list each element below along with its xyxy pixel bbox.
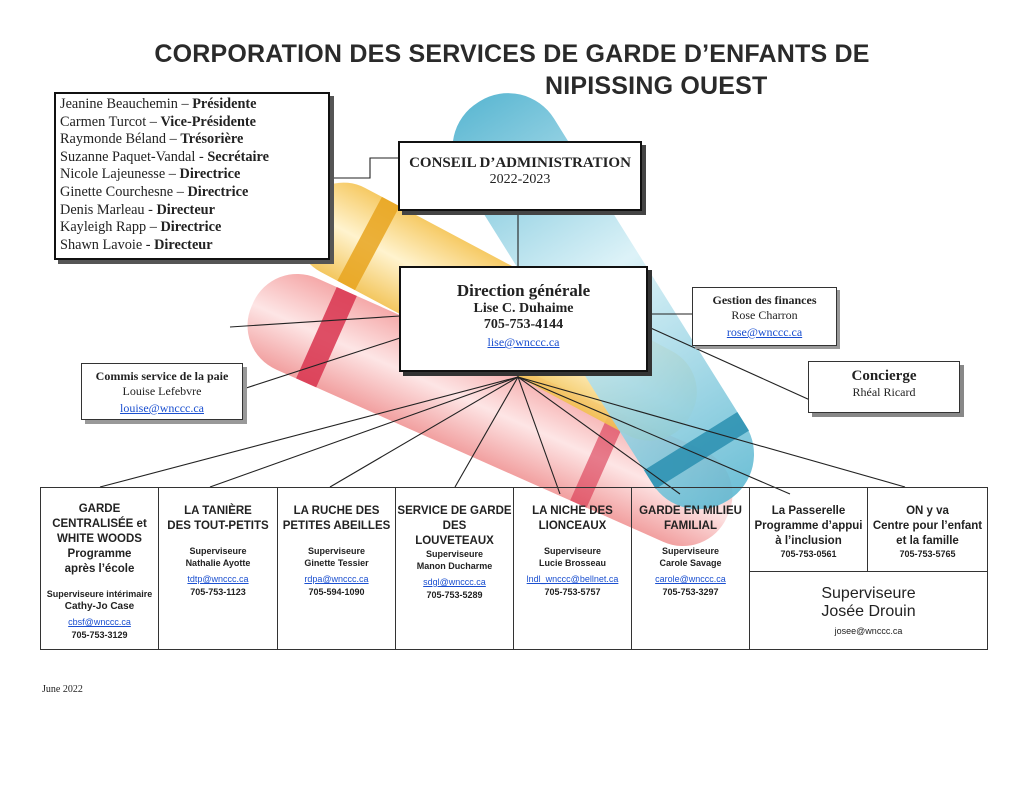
program-title-line: GARDE [78, 503, 121, 515]
direction-phone: 705-753-4144 [483, 317, 564, 332]
programs-grid: GARDE CENTRALISÉE et WHITE WOODS Program… [40, 487, 988, 650]
conseil-box: CONSEIL D’ADMINISTRATION 2022-2023 [398, 141, 642, 211]
conseil-heading: CONSEIL D’ADMINISTRATION [409, 155, 631, 171]
program-role: Superviseure [307, 546, 366, 556]
program-title-line: CENTRALISÉE et [52, 518, 147, 530]
program-la-niche: LA NICHE DES LIONCEAUX Superviseure Luci… [514, 488, 632, 649]
program-la-ruche: LA RUCHE DES PETITES ABEILLES Superviseu… [278, 488, 396, 649]
paie-name: Louise Lefebvre [122, 384, 202, 398]
program-title-line: FAMILIAL [663, 520, 718, 532]
program-garde-centralisee: GARDE CENTRALISÉE et WHITE WOODS Program… [41, 488, 159, 649]
concierge-heading: Concierge [851, 368, 917, 384]
program-phone: 705-753-5289 [426, 590, 483, 600]
program-role: Superviseure [661, 546, 720, 556]
program-louveteaux: SERVICE DE GARDE DES LOUVETEAUX Supervis… [396, 488, 514, 649]
program-phone: 705-753-0561 [780, 549, 837, 559]
program-role: Superviseure intérimaire [46, 589, 153, 599]
program-on-y-va: ON y va Centre pour l’enfant et la famil… [868, 488, 987, 571]
program-email-link[interactable]: lndl_wnccc@bellnet.ca [526, 574, 619, 584]
finances-box: Gestion des finances Rose Charron rose@w… [692, 287, 837, 346]
board-member: Shawn Lavoie - Directeur [60, 236, 213, 253]
board-member: Denis Marleau - Directeur [60, 201, 215, 218]
program-title-line: Centre pour l’enfant [872, 520, 983, 532]
board-member: Raymonde Béland – Trésorière [60, 131, 244, 148]
concierge-name: Rhéal Ricard [852, 385, 916, 399]
program-phone: 705-753-3129 [71, 630, 128, 640]
concierge-box: Concierge Rhéal Ricard [808, 361, 960, 413]
program-phone: 705-594-1090 [308, 587, 365, 597]
program-title-line: DES TOUT-PETITS [167, 520, 269, 532]
program-phone: 705-753-5757 [544, 587, 601, 597]
program-la-passerelle: La Passerelle Programme d’appui à l’incl… [750, 488, 868, 571]
finances-name: Rose Charron [731, 308, 798, 322]
program-email-link[interactable]: cbsf@wnccc.ca [68, 617, 131, 627]
program-title-line: et la famille [896, 535, 959, 547]
connector-lines [99, 157, 906, 495]
program-title-line: SERVICE DE GARDE [397, 505, 512, 517]
program-supervisor: Lucie Brosseau [538, 557, 607, 568]
program-title-line: à l’inclusion [775, 535, 842, 547]
direction-email-link[interactable]: lise@wnccc.ca [487, 335, 560, 349]
direction-name: Lise C. Duhaime [473, 301, 574, 316]
shared-supervisor-cell: Superviseure Josée Drouin josee@wnccc.ca [750, 571, 987, 650]
page-title-line1: CORPORATION DES SERVICES DE GARDE D’ENFA… [154, 40, 870, 68]
paie-heading: Commis service de la paie [95, 369, 229, 383]
program-title-line: Programme [67, 548, 132, 560]
red-crayon [247, 273, 733, 547]
conseil-years: 2022-2023 [489, 172, 551, 187]
board-member: Nicole Lajeunesse – Directrice [60, 166, 241, 183]
program-supervisor: Manon Ducharme [416, 560, 493, 571]
program-role: Superviseure [821, 585, 916, 602]
direction-heading: Direction générale [456, 281, 591, 300]
paie-box: Commis service de la paie Louise Lefebvr… [81, 363, 243, 420]
direction-box: Direction générale Lise C. Duhaime 705-7… [399, 266, 648, 372]
program-title-line: GARDE EN MILIEU [639, 505, 742, 517]
board-member: Jeanine Beauchemin – Présidente [60, 96, 257, 112]
program-title-line: La Passerelle [771, 505, 846, 517]
finances-heading: Gestion des finances [712, 293, 817, 307]
program-email-link[interactable]: rdpa@wnccc.ca [304, 574, 369, 584]
board-member: Carmen Turcot – Vice-Présidente [60, 113, 257, 130]
program-la-taniere: LA TANIÈRE DES TOUT-PETITS Superviseure … [159, 488, 278, 649]
program-supervisor: Cathy-Jo Case [64, 600, 135, 612]
program-email-link[interactable]: carole@wnccc.ca [655, 574, 726, 584]
program-title-line: ON y va [906, 505, 949, 517]
program-title-line: DES [442, 520, 467, 532]
program-email-link[interactable]: josee@wnccc.ca [834, 626, 903, 636]
program-title-line: LA RUCHE DES [293, 505, 380, 517]
board-member: Ginette Courchesne – Directrice [60, 183, 249, 200]
program-supervisor: Carole Savage [659, 557, 722, 568]
program-phone: 705-753-5765 [899, 549, 956, 559]
program-supervisor: Josée Drouin [821, 603, 916, 620]
program-title-line: LA NICHE DES [532, 505, 613, 517]
board-members-box: Jeanine Beauchemin – Présidente Carmen T… [54, 92, 330, 260]
program-role: Superviseure [425, 549, 484, 559]
program-role: Superviseure [543, 546, 602, 556]
document-date: June 2022 [42, 684, 83, 695]
program-title-line: LOUVETEAUX [415, 535, 494, 547]
program-role: Superviseure [189, 546, 247, 556]
paie-email-link[interactable]: louise@wnccc.ca [119, 401, 204, 415]
program-title-line: LIONCEAUX [538, 520, 607, 532]
program-supervisor: Nathalie Ayotte [185, 557, 251, 568]
program-phone: 705-753-3297 [662, 587, 719, 597]
program-title-line: WHITE WOODS [57, 533, 142, 545]
program-email-link[interactable]: tdtp@wnccc.ca [187, 574, 249, 584]
program-phone: 705-753-1123 [190, 587, 246, 597]
program-title-line: PETITES ABEILLES [282, 520, 391, 532]
page-title-line2: NIPISSING OUEST [545, 72, 768, 100]
program-title-line: LA TANIÈRE [184, 505, 252, 517]
board-member: Kayleigh Rapp – Directrice [60, 219, 222, 236]
program-supervisor: Ginette Tessier [304, 557, 369, 568]
finances-email-link[interactable]: rose@wnccc.ca [726, 325, 803, 339]
program-title-line: après l’école [64, 563, 135, 575]
program-email-link[interactable]: sdgl@wnccc.ca [423, 577, 486, 587]
program-garde-milieu-familial: GARDE EN MILIEU FAMILIAL Superviseure Ca… [632, 488, 750, 649]
program-title-line: Programme d’appui [754, 520, 863, 532]
board-member: Suzanne Paquet-Vandal - Secrétaire [60, 148, 269, 165]
